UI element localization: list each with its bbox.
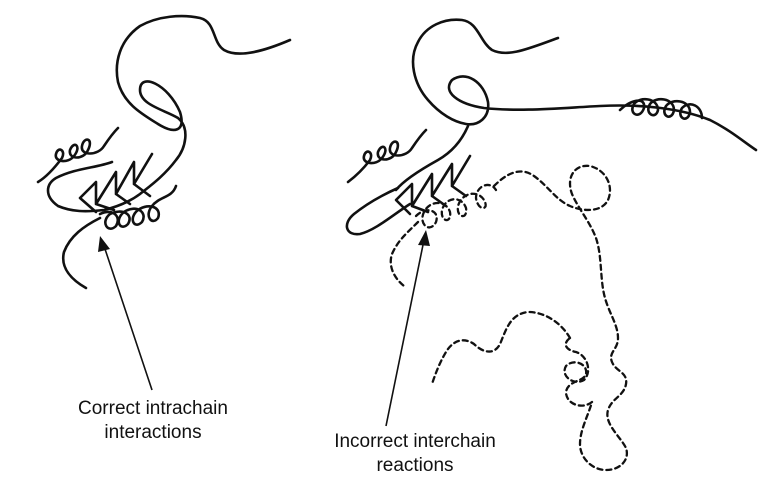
right-panel-chain — [347, 20, 756, 235]
foreign-left-tail — [391, 222, 418, 286]
foreign-helix-overlap — [416, 185, 496, 227]
left-arrow — [98, 236, 152, 390]
right-caption-line2: reactions — [270, 454, 560, 478]
right-foreign-chain — [391, 166, 627, 470]
left-caption-line1: Correct intrachain — [18, 397, 288, 421]
foreign-helix-lower — [565, 338, 592, 406]
right-caption-line1: Incorrect interchain — [270, 430, 560, 454]
right-caption: Incorrect interchain reactions — [270, 430, 560, 478]
left-caption-line2: interactions — [18, 421, 288, 445]
left-backbone — [48, 16, 290, 211]
left-tail — [63, 218, 100, 288]
left-intrachain-bonds — [80, 154, 152, 212]
foreign-lower-strand — [432, 312, 570, 384]
left-caption: Correct intrachain interactions — [18, 397, 288, 445]
right-arrow — [386, 230, 430, 426]
left-helix-upper — [38, 128, 118, 182]
left-panel-chain — [38, 16, 290, 288]
